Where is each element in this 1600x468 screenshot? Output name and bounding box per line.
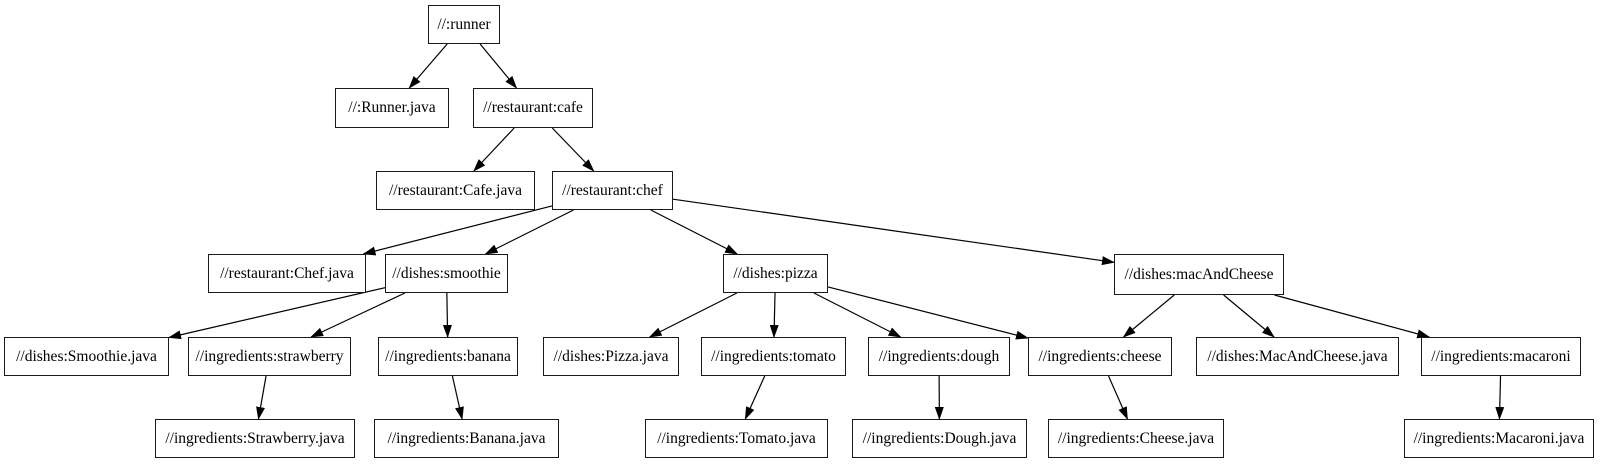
edge-tomato-to-tomato_java bbox=[744, 375, 766, 420]
node-macandcheese: //dishes:macAndCheese bbox=[1114, 254, 1284, 295]
edge-smoothie-to-banana bbox=[442, 292, 452, 338]
edge-chef-to-chef_java bbox=[362, 205, 553, 256]
edge-smoothie-to-smoothie_java bbox=[168, 287, 386, 340]
node-macaroni_java: //ingredients:Macaroni.java bbox=[1404, 419, 1594, 458]
edge-cafe-to-chef bbox=[551, 127, 595, 172]
edge-pizza-to-pizza_java bbox=[648, 292, 738, 338]
edge-cheese-to-cheese_java bbox=[1108, 375, 1128, 420]
node-smoothie_java: //dishes:Smoothie.java bbox=[4, 337, 169, 376]
node-runner_java: //:Runner.java bbox=[335, 88, 449, 128]
edge-chef-to-pizza bbox=[650, 209, 739, 255]
node-cafe: //restaurant:cafe bbox=[473, 88, 593, 128]
node-strawberry_java: //ingredients:Strawberry.java bbox=[155, 419, 355, 458]
node-macandcheese_java: //dishes:MacAndCheese.java bbox=[1196, 337, 1399, 376]
edge-chef-to-smoothie bbox=[484, 209, 574, 255]
node-dough_java: //ingredients:Dough.java bbox=[852, 419, 1027, 458]
edge-strawberry-to-strawberry_java bbox=[256, 375, 267, 420]
edge-pizza-to-cheese bbox=[827, 286, 1029, 340]
node-tomato: //ingredients:tomato bbox=[701, 337, 846, 376]
node-banana_java: //ingredients:Banana.java bbox=[374, 419, 559, 458]
node-runner: //:runner bbox=[428, 5, 500, 44]
edge-runner-to-cafe bbox=[479, 43, 518, 89]
node-banana: //ingredients:banana bbox=[378, 337, 518, 376]
edge-macaroni-to-macaroni_java bbox=[1495, 375, 1505, 420]
node-strawberry: //ingredients:strawberry bbox=[188, 337, 351, 376]
edge-banana-to-banana_java bbox=[451, 375, 464, 420]
edge-pizza-to-dough bbox=[813, 292, 902, 338]
node-macaroni: //ingredients:macaroni bbox=[1421, 337, 1581, 376]
edge-macandcheese-to-macaroni bbox=[1274, 294, 1431, 339]
node-chef: //restaurant:chef bbox=[552, 171, 673, 210]
edge-macandcheese-to-cheese bbox=[1122, 294, 1175, 338]
edge-chef-to-macandcheese bbox=[672, 198, 1115, 266]
edge-runner-to-runner_java bbox=[408, 43, 448, 89]
node-pizza: //dishes:pizza bbox=[723, 254, 828, 293]
node-pizza_java: //dishes:Pizza.java bbox=[543, 337, 679, 376]
edge-cafe-to-cafe_java bbox=[473, 127, 515, 172]
edge-pizza-to-tomato bbox=[769, 292, 779, 338]
node-smoothie: //dishes:smoothie bbox=[385, 254, 508, 293]
node-tomato_java: //ingredients:Tomato.java bbox=[645, 419, 828, 458]
node-cheese: //ingredients:cheese bbox=[1028, 337, 1172, 376]
node-chef_java: //restaurant:Chef.java bbox=[208, 254, 366, 293]
edge-macandcheese-to-macandcheese_java bbox=[1223, 294, 1275, 338]
edge-smoothie-to-strawberry bbox=[310, 292, 406, 338]
node-dough: //ingredients:dough bbox=[868, 337, 1010, 376]
node-cheese_java: //ingredients:Cheese.java bbox=[1048, 419, 1224, 458]
node-cafe_java: //restaurant:Cafe.java bbox=[376, 171, 535, 210]
